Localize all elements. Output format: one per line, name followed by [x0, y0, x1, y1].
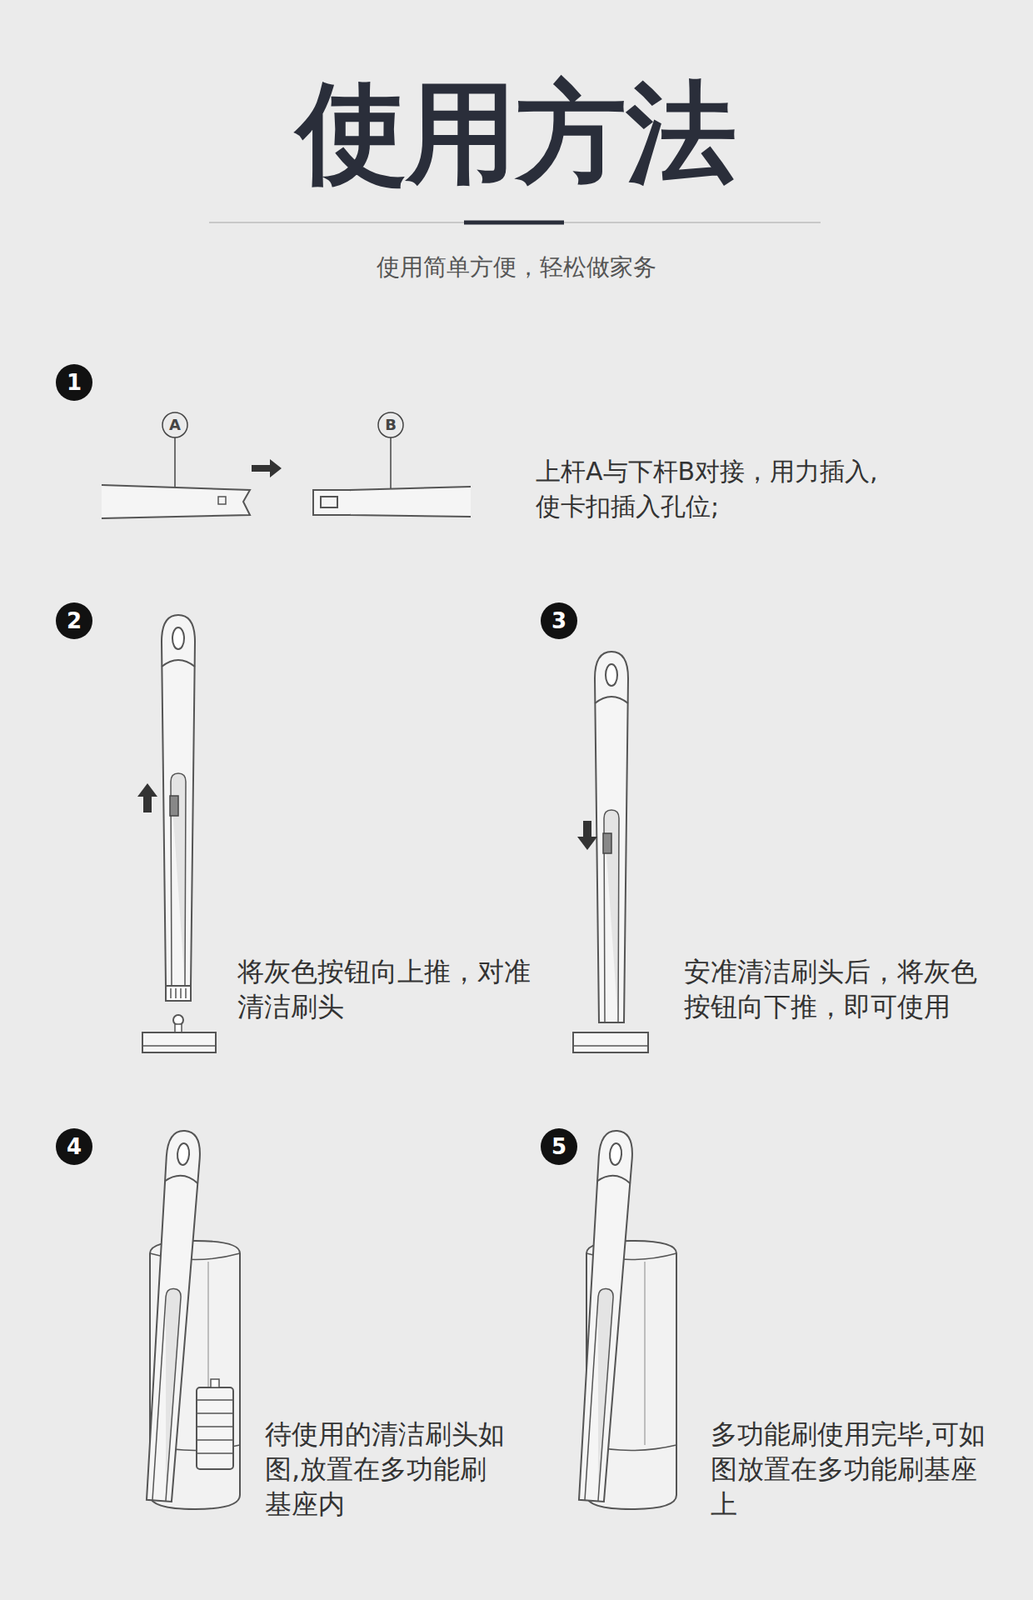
step-text: 将灰色按钮向上推，对准清洁刷头	[237, 953, 539, 1024]
step-number: 3	[551, 609, 567, 632]
part-label: B	[384, 417, 397, 433]
step-number: 1	[66, 371, 82, 394]
part-label: A	[169, 417, 181, 433]
step-number: 5	[551, 1135, 567, 1158]
step-text: 多功能刷使用完毕,可如图放置在多功能刷基座上	[710, 1416, 999, 1522]
step-text: 待使用的清洁刷头如图,放置在多功能刷基座内	[264, 1416, 514, 1522]
step-number: 4	[66, 1135, 82, 1158]
step-text: 安准清洁刷头后，将灰色按钮向下推，即可使用	[683, 953, 986, 1024]
subtitle: 使用简单方便，轻松做家务	[0, 251, 1033, 284]
step-text: 上杆A与下杆B对接，用力插入, 使卡扣插入孔位;	[535, 454, 911, 524]
step-number: 2	[66, 609, 82, 632]
page-title: 使用方法	[0, 66, 1033, 199]
brush-head-stack	[196, 1378, 234, 1469]
